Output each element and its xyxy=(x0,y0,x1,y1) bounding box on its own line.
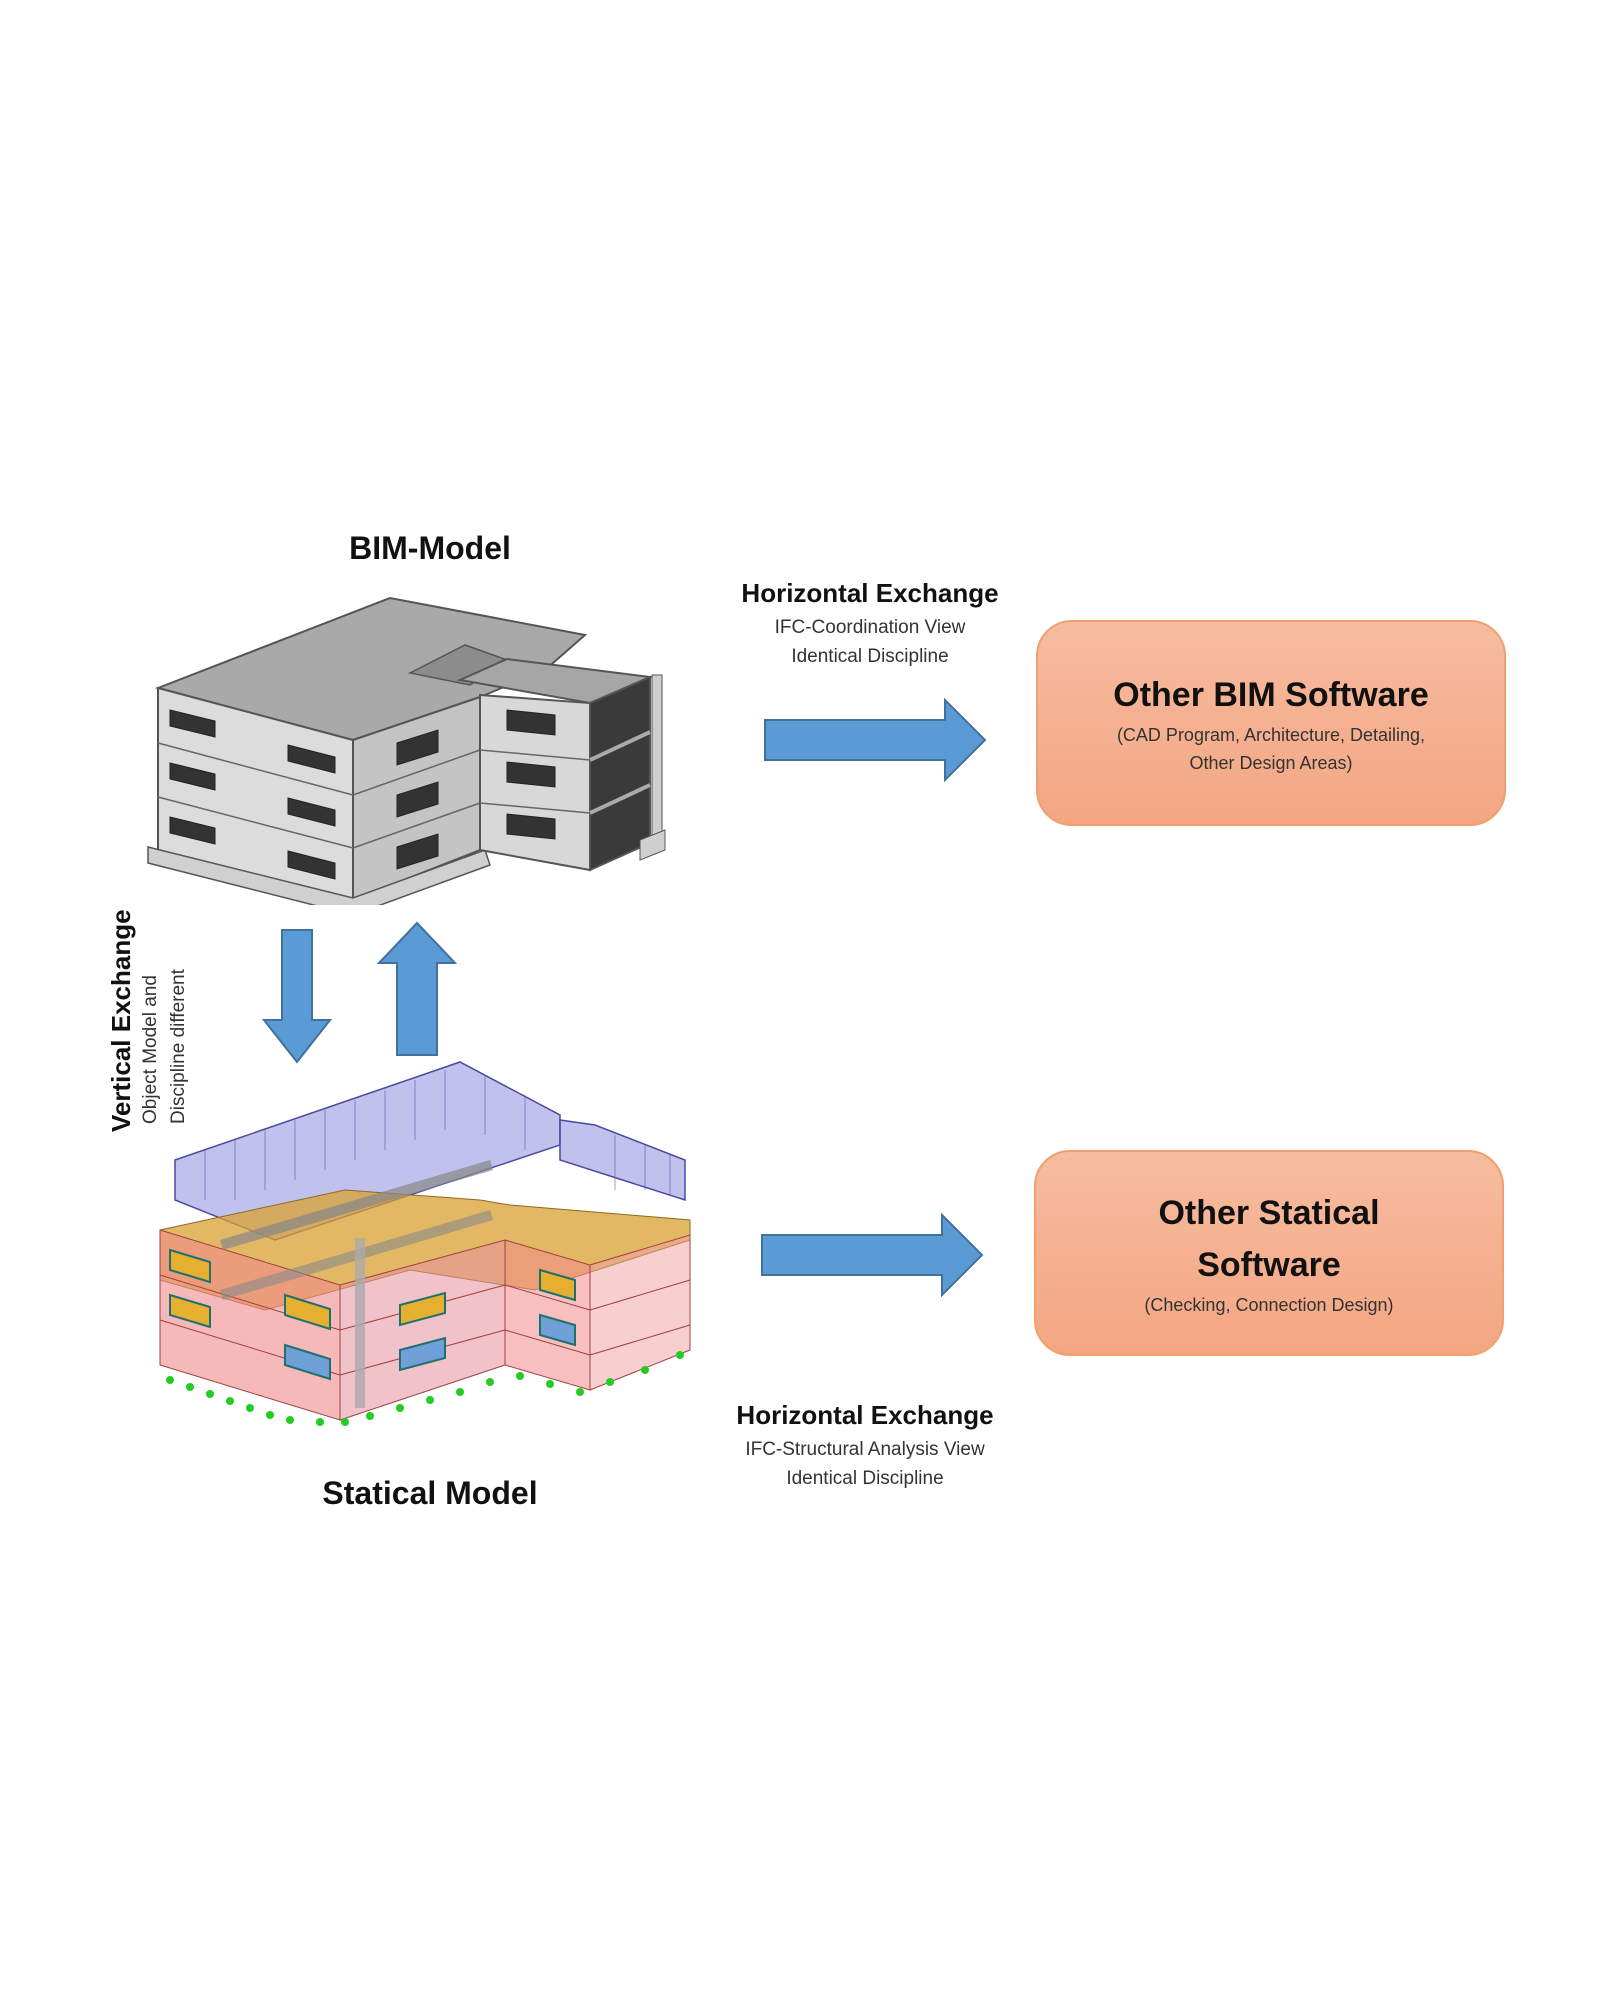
other-bim-software-title: Other BIM Software xyxy=(1113,676,1429,714)
horizontal-exchange-bottom-line2: Identical Discipline xyxy=(786,1468,944,1489)
other-statical-software-title2: Software xyxy=(1197,1246,1341,1284)
other-bim-software-box: Other BIM Software (CAD Program, Archite… xyxy=(1036,620,1506,826)
horizontal-exchange-top-line1: IFC-Coordination View xyxy=(774,617,966,638)
arrow-down-icon xyxy=(262,929,332,1064)
statical-model-label: Statical Model xyxy=(322,1475,538,1511)
arrow-right-bottom-icon xyxy=(761,1212,984,1298)
vertical-exchange-title: Vertical Exchange xyxy=(106,909,136,1132)
other-bim-software-sub1: (CAD Program, Architecture, Detailing, xyxy=(1116,725,1426,745)
other-statical-software-box: Other Statical Software (Checking, Conne… xyxy=(1034,1150,1504,1356)
horizontal-exchange-bottom-line1: IFC-Structural Analysis View xyxy=(745,1439,985,1460)
horizontal-exchange-top: Horizontal Exchange IFC-Coordination Vie… xyxy=(690,578,1050,671)
horizontal-exchange-bottom: Horizontal Exchange IFC-Structural Analy… xyxy=(685,1400,1045,1493)
horizontal-exchange-top-title: Horizontal Exchange xyxy=(741,578,999,608)
bim-model-label: BIM-Model xyxy=(349,530,511,566)
other-statical-software-title1: Other Statical xyxy=(1158,1194,1380,1232)
horizontal-exchange-top-line2: Identical Discipline xyxy=(791,646,949,667)
arrow-up-icon xyxy=(376,921,458,1056)
statical-model-image xyxy=(159,1061,691,1426)
other-bim-software-sub2: Other Design Areas) xyxy=(1189,753,1353,773)
horizontal-exchange-bottom-title: Horizontal Exchange xyxy=(736,1400,994,1430)
bim-model-building-image xyxy=(147,596,666,905)
arrow-right-top-icon xyxy=(764,697,987,783)
other-statical-software-sub1: (Checking, Connection Design) xyxy=(1144,1295,1394,1315)
